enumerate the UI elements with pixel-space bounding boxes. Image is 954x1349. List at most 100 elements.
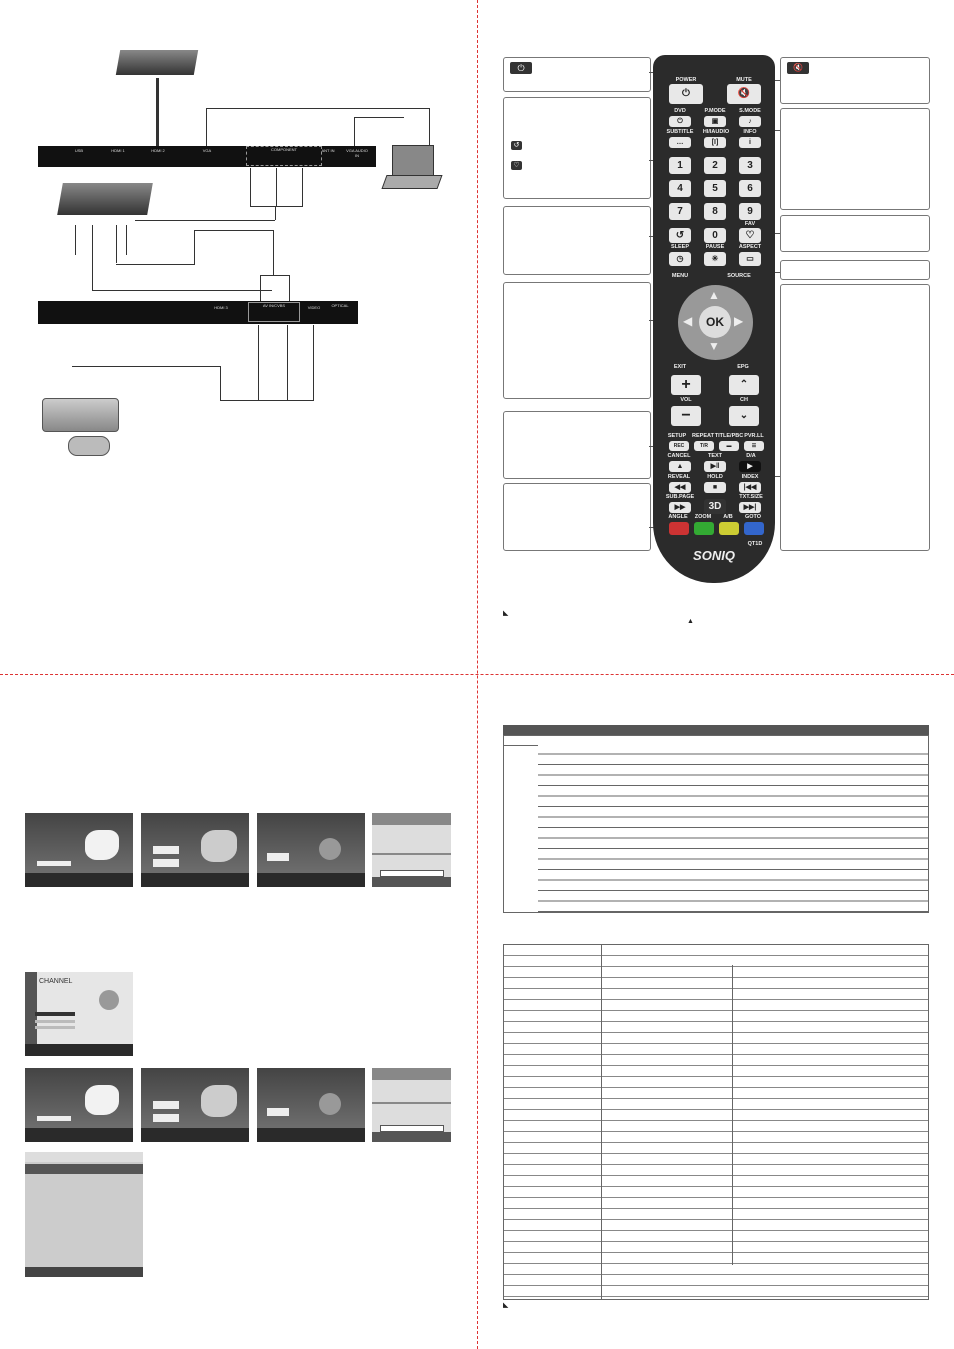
recall-button[interactable]: ↺ — [669, 228, 691, 243]
mute-label: MUTE — [736, 77, 752, 83]
red-button[interactable] — [669, 522, 689, 535]
down-arrow-icon[interactable]: ▼ — [708, 339, 720, 353]
blue-button[interactable] — [744, 522, 764, 535]
digit-8-button[interactable]: 8 — [704, 203, 726, 220]
digit-3-button[interactable]: 3 — [739, 157, 761, 174]
play-pause-button[interactable]: ▶‖ — [704, 461, 726, 472]
stb-cable-1 — [75, 225, 76, 255]
triangle-icon: ▲ — [687, 618, 694, 625]
vol-up-button[interactable]: + — [671, 375, 701, 395]
pmode-label: P.MODE — [704, 108, 726, 114]
port-optical-label: OPTICAL — [331, 303, 349, 308]
port-usb-label: USB — [74, 148, 84, 153]
port-vga-audio-label: VGA AUDIO IN — [346, 148, 368, 158]
callout-source — [780, 260, 930, 280]
power-button[interactable]: ⏻ — [669, 84, 703, 104]
mute-button[interactable]: 🔇 — [727, 84, 761, 104]
australia-map — [201, 830, 237, 862]
zoom-label: ZOOM — [694, 514, 712, 520]
option-bar — [267, 1108, 289, 1116]
aspect-button[interactable]: ▭ — [739, 252, 761, 266]
subpage-label: SUB.PAGE — [665, 494, 695, 500]
vol-down-button[interactable]: − — [671, 406, 701, 426]
ok-button[interactable]: OK — [699, 306, 731, 338]
console-cable-run — [220, 400, 314, 401]
fav-button[interactable]: ♡ — [739, 228, 761, 243]
list-highlight[interactable] — [25, 1164, 143, 1174]
note-icon: ◣ — [503, 610, 509, 617]
nav-bar — [25, 1044, 133, 1056]
power-icon: ⏻ — [510, 62, 532, 74]
callout-mute: 🔇 — [780, 57, 930, 104]
digit-5-button[interactable]: 5 — [704, 180, 726, 197]
component-run — [135, 220, 275, 221]
vol-label: VOL — [680, 397, 692, 403]
title-button[interactable]: ▬ — [719, 441, 739, 451]
port-hdmi2-label: HDMI 2 — [151, 148, 165, 153]
ch-up-button[interactable]: ⌃ — [729, 375, 759, 395]
right-arrow-icon[interactable]: ▶ — [734, 314, 744, 328]
port-component-label: COMPONENT — [271, 147, 297, 152]
da-label: D/A — [746, 453, 756, 459]
up-arrow-icon[interactable]: ▲ — [708, 288, 720, 302]
audio-button[interactable]: [I] — [704, 137, 726, 148]
option-bar — [153, 1114, 179, 1122]
setup-label: SETUP — [667, 433, 687, 439]
next-button[interactable]: ▶▶| — [739, 502, 761, 513]
ff-button[interactable]: ▶▶ — [669, 502, 691, 513]
stop-button[interactable]: ■ — [704, 482, 726, 493]
port-usb: USB — [70, 148, 88, 153]
smode-button[interactable]: ♪ — [739, 116, 761, 127]
dvd-player-image — [115, 50, 199, 75]
av-left — [260, 275, 261, 303]
info-label: INFO — [743, 129, 757, 135]
pause-button[interactable]: ✳ — [704, 252, 726, 266]
dvd-button[interactable]: ⏻ — [669, 116, 691, 127]
subtitle-button[interactable]: … — [669, 137, 691, 148]
port-optical: OPTICAL — [328, 303, 352, 308]
model-label: QT1D — [747, 541, 763, 547]
menu-item[interactable] — [35, 1026, 75, 1029]
menu-label: MENU — [671, 273, 689, 279]
callout-fav — [780, 215, 930, 252]
rec-button[interactable]: REC — [669, 441, 689, 451]
screen-country — [25, 813, 133, 887]
left-arrow-icon[interactable]: ◀ — [683, 314, 693, 328]
3d-button[interactable]: 3D — [704, 499, 726, 514]
digit-7-button[interactable]: 7 — [669, 203, 691, 220]
port-ant-in: ANT IN — [318, 148, 338, 153]
digit-2-button[interactable]: 2 — [704, 157, 726, 174]
pmode-button[interactable]: ▣ — [704, 116, 726, 127]
digit-6-button[interactable]: 6 — [739, 180, 761, 197]
digit-4-button[interactable]: 4 — [669, 180, 691, 197]
repeat-button[interactable]: T/R — [694, 441, 714, 451]
menu-item[interactable] — [35, 1020, 75, 1023]
channel-menu-title: CHANNEL — [39, 978, 73, 985]
play-button[interactable]: ▶ — [739, 461, 761, 472]
index-label: INDEX — [741, 474, 759, 480]
stop-eject-button[interactable]: ▲ — [669, 461, 691, 472]
prev-button[interactable]: |◀◀ — [739, 482, 761, 493]
table1-header — [503, 725, 929, 735]
titlepbc-label: TITLE/PBC — [714, 433, 744, 439]
ch-down-button[interactable]: ⌄ — [729, 406, 759, 426]
australia-map — [85, 830, 119, 860]
callout-sleep — [503, 206, 651, 275]
text-label: TEXT — [707, 453, 723, 459]
port-hdmi1: HDMI 1 — [106, 148, 130, 153]
port-av-in-label: AV IN/CVBS — [262, 303, 286, 308]
digit-9-button[interactable]: 9 — [739, 203, 761, 220]
rewind-button[interactable]: ◀◀ — [669, 482, 691, 493]
digit-0-button[interactable]: 0 — [704, 228, 726, 243]
digit-1-button[interactable]: 1 — [669, 157, 691, 174]
pvr-button[interactable]: ☰ — [744, 441, 764, 451]
callout-setup — [503, 411, 651, 479]
nav-bar — [25, 1128, 133, 1142]
port-video: VIDEO — [306, 305, 322, 310]
sleep-button[interactable]: ◷ — [669, 252, 691, 266]
menu-highlight[interactable] — [35, 1012, 75, 1016]
info-button[interactable]: i — [739, 137, 761, 148]
yellow-button[interactable] — [719, 522, 739, 535]
green-button[interactable] — [694, 522, 714, 535]
callout-teletext — [780, 284, 930, 551]
